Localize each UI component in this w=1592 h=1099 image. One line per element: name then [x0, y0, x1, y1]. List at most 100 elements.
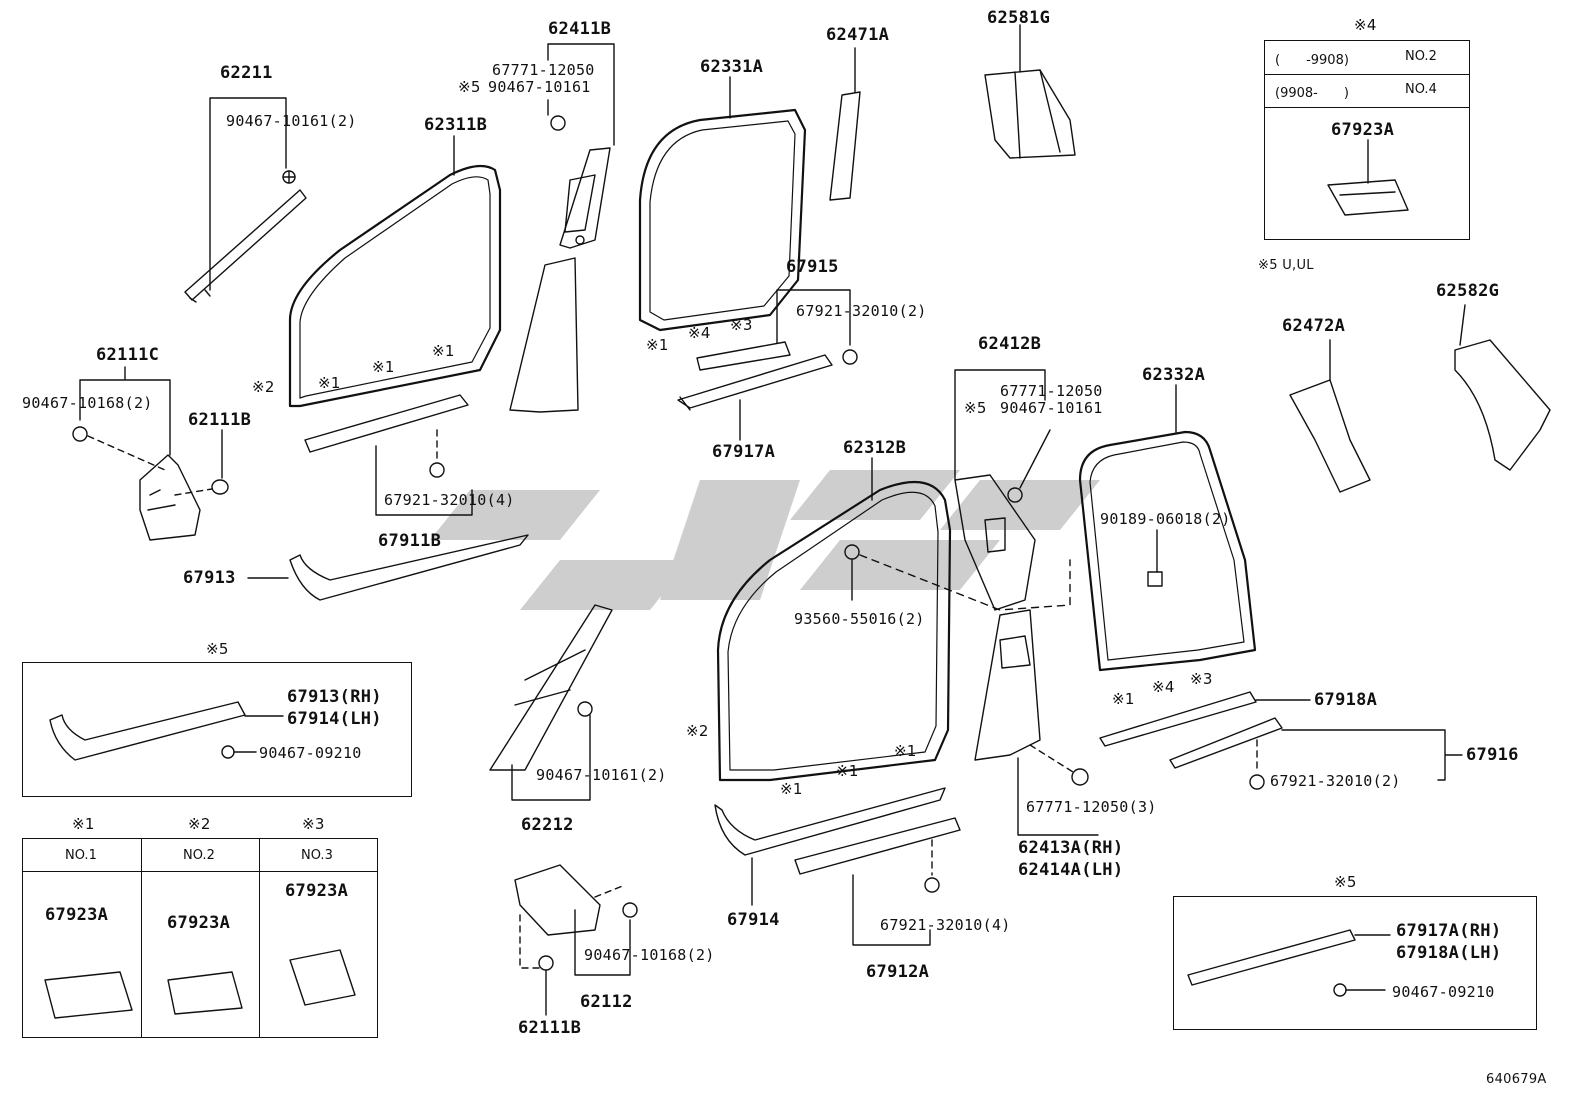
- label-62212: 62212: [521, 815, 574, 835]
- part-62331A-weatherstrip: [638, 108, 807, 332]
- part-67921-32010-clip-a: [429, 462, 445, 478]
- part-62472A-strip: [1289, 379, 1371, 493]
- label-90467-10161-d: 90467-10161(2): [536, 766, 667, 784]
- clips-no1: NO.1: [65, 848, 97, 863]
- box4-table: ( -9908) NO.2 (9908- ) NO.4 67923A: [1264, 40, 1470, 240]
- label-67921-32010-2a: 67921-32010(2): [796, 302, 927, 320]
- part-62311B-weatherstrip: [288, 164, 502, 408]
- part-90467-10168-clip-a: [72, 426, 88, 442]
- label-90467-10161-c: 90467-10161: [1000, 399, 1103, 417]
- box5-right-clip: 90467-09210: [1392, 983, 1495, 1001]
- label-62413A-RH: 62413A(RH): [1018, 838, 1124, 858]
- part-67914-scuff: [714, 787, 946, 856]
- part-93560-55016-bolt: [844, 544, 860, 560]
- part-62312B-weatherstrip: [716, 480, 952, 782]
- label-67918A: 67918A: [1314, 690, 1378, 710]
- part-62581G: [984, 69, 1076, 159]
- part-67913-box-scuff: [49, 701, 246, 761]
- part-67913-scuff: [289, 534, 529, 601]
- marker-note1-f: ※1: [836, 762, 859, 780]
- label-62581G: 62581G: [987, 8, 1051, 28]
- marker-note1-a: ※1: [318, 374, 341, 392]
- part-67923A-no3-clip: [289, 949, 356, 1006]
- part-67921-32010-clip-e: [924, 877, 940, 893]
- part-67912A-scuff: [794, 817, 961, 875]
- part-67917A-scuff: [677, 354, 833, 411]
- box4-title: ※4: [1354, 16, 1377, 34]
- label-62414A-LH: 62414A(LH): [1018, 860, 1124, 880]
- watermark-logo: [430, 470, 1100, 610]
- clips-h2: ※2: [188, 815, 211, 833]
- box5-left-lh: 67914(LH): [287, 709, 382, 729]
- label-90189-06018: 90189-06018(2): [1100, 510, 1231, 528]
- label-62331A: 62331A: [700, 57, 764, 77]
- box5-left-clip: 90467-09210: [259, 744, 362, 762]
- part-67921-32010-clip-b: [842, 349, 858, 365]
- part-90189-06018-clip: [1147, 571, 1163, 587]
- part-62332A-weatherstrip: [1078, 430, 1257, 672]
- part-62112-bracket: [514, 864, 601, 936]
- label-67912A: 67912A: [866, 962, 930, 982]
- label-90467-10168-b: 90467-10168(2): [584, 946, 715, 964]
- label-62582G: 62582G: [1436, 281, 1500, 301]
- part-62111C-bracket: [139, 454, 201, 541]
- marker-note2-a: ※2: [252, 378, 275, 396]
- label-note5-a: ※5: [458, 78, 481, 96]
- marker-note1-h: ※1: [1112, 690, 1135, 708]
- marker-note1-g: ※1: [894, 742, 917, 760]
- clips-no3: NO.3: [301, 848, 333, 863]
- part-67918A-scuff: [1099, 691, 1257, 747]
- clips-part2: 67923A: [167, 913, 231, 933]
- label-62211: 62211: [220, 63, 273, 83]
- part-62111B-grommet-a: [211, 479, 229, 495]
- label-67771-12050-3: 67771-12050(3): [1026, 798, 1157, 816]
- part-67923A-no1-clip: [44, 971, 133, 1019]
- box5-right-rh: 67917A(RH): [1396, 921, 1502, 941]
- label-67917A: 67917A: [712, 442, 776, 462]
- marker-note4-a: ※4: [688, 324, 711, 342]
- label-62471A: 62471A: [826, 25, 890, 45]
- box5-left: 67913(RH) 67914(LH) 90467-09210: [22, 662, 412, 797]
- label-note5-uul: ※5 U,UL: [1258, 258, 1314, 273]
- box5-right: 67917A(RH) 67918A(LH) 90467-09210: [1173, 896, 1537, 1030]
- label-90467-10168-a: 90467-10168(2): [22, 394, 153, 412]
- part-62412B-pillar: [954, 474, 1036, 611]
- clips-part1: 67923A: [45, 905, 109, 925]
- label-67771-12050-b: 67771-12050: [1000, 382, 1103, 400]
- image-code: 640679A: [1486, 1072, 1547, 1087]
- label-62312B: 62312B: [843, 438, 907, 458]
- part-62413A-pillar-lower: [974, 609, 1041, 761]
- clips-h3: ※3: [302, 815, 325, 833]
- label-67916: 67916: [1466, 745, 1519, 765]
- box4-part: 67923A: [1331, 120, 1395, 140]
- clips-box: NO.1 NO.2 NO.3 67923A 67923A 67923A: [22, 838, 378, 1038]
- label-62472A: 62472A: [1282, 316, 1346, 336]
- part-62471A-strip: [829, 47, 861, 201]
- label-67913: 67913: [183, 568, 236, 588]
- label-62311B: 62311B: [424, 115, 488, 135]
- label-93560-55016: 93560-55016(2): [794, 610, 925, 628]
- clips-h1: ※1: [72, 815, 95, 833]
- label-62412B: 62412B: [978, 334, 1042, 354]
- box4-row1-range: ( -9908): [1275, 53, 1349, 68]
- label-67921-32010-4b: 67921-32010(4): [880, 916, 1011, 934]
- label-67915: 67915: [786, 257, 839, 277]
- box5-right-lh: 67918A(LH): [1396, 943, 1502, 963]
- marker-note4-b: ※4: [1152, 678, 1175, 696]
- part-62211-garnish: [184, 170, 307, 303]
- marker-note1-d: ※1: [646, 336, 669, 354]
- label-67911B: 67911B: [378, 531, 442, 551]
- clips-part3: 67923A: [285, 881, 349, 901]
- part-67921-32010-clip-d: [1249, 774, 1265, 790]
- label-62111B-b: 62111B: [518, 1018, 582, 1038]
- label-67771-12050-a: 67771-12050: [492, 61, 595, 79]
- part-pillar-lower: [509, 257, 579, 413]
- box5-left-rh: 67913(RH): [287, 687, 382, 707]
- label-90467-10161-b: 90467-10161: [488, 78, 591, 96]
- part-62212-garnish: [489, 604, 613, 771]
- box5-left-title: ※5: [206, 640, 229, 658]
- marker-note1-e: ※1: [780, 780, 803, 798]
- part-67916-scuff: [1169, 717, 1283, 769]
